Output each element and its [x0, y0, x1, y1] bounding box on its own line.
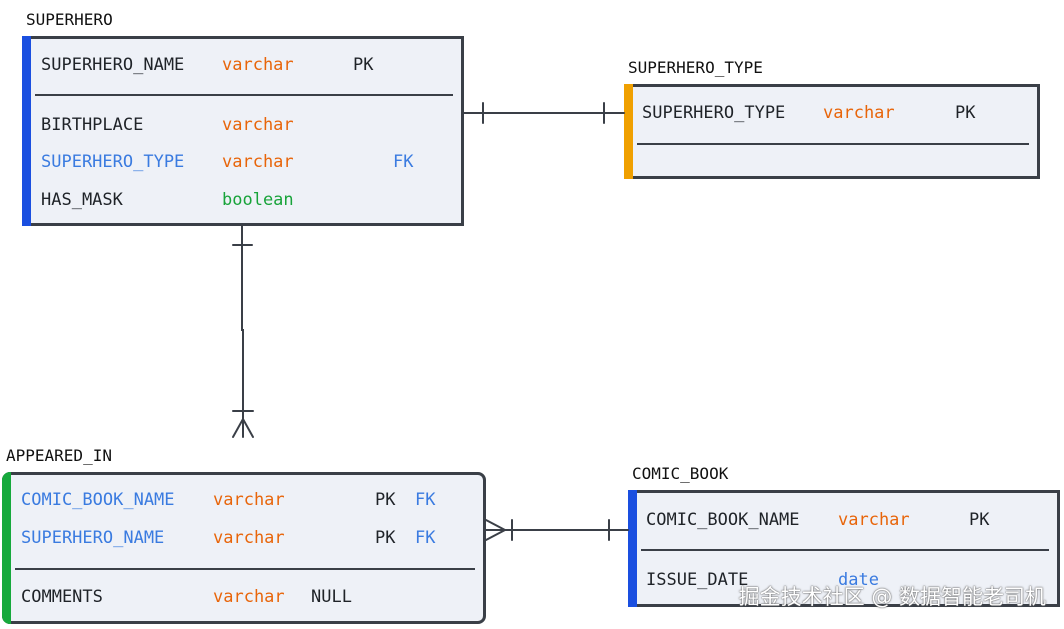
attribute-type: varchar — [838, 510, 910, 530]
attribute-row-issue-date: ISSUE_DATE date — [631, 570, 1057, 594]
attribute-row-comments: COMMENTS varchar NULL — [5, 587, 483, 611]
pk-divider — [641, 549, 1049, 551]
attribute-row-comic-book-name: COMIC_BOOK_NAME varchar PK FK — [5, 490, 483, 514]
attribute-row-superhero-type: SUPERHERO_TYPE varchar PK — [627, 103, 1037, 127]
pk-divider — [15, 568, 475, 570]
entity-accent-bar — [624, 84, 633, 179]
entity-title-superhero: SUPERHERO — [26, 10, 113, 29]
attribute-type: varchar — [222, 152, 294, 172]
attribute-name: BIRTHPLACE — [41, 115, 144, 135]
attribute-name: HAS_MASK — [41, 190, 123, 210]
attribute-type: varchar — [823, 103, 895, 123]
attribute-row-superhero-name: SUPERHERO_NAME varchar PK FK — [5, 528, 483, 552]
foreign-key-badge: FK — [415, 490, 436, 510]
attribute-type: boolean — [222, 190, 294, 210]
attribute-type: date — [838, 570, 879, 590]
pk-divider — [35, 94, 453, 96]
pk-divider — [637, 143, 1029, 145]
primary-key-badge: PK — [375, 528, 396, 548]
attribute-name: COMIC_BOOK_NAME — [646, 510, 800, 530]
attribute-name: SUPERHERO_TYPE — [642, 103, 786, 123]
foreign-key-badge: FK — [415, 528, 436, 548]
attribute-name: ISSUE_DATE — [646, 570, 749, 590]
entity-superhero[interactable]: SUPERHERO_NAME varchar PK BIRTHPLACE var… — [22, 36, 464, 226]
attribute-row-comic-book-name: COMIC_BOOK_NAME varchar PK — [631, 510, 1057, 534]
attribute-type: varchar — [213, 587, 285, 607]
entity-title-comic-book: COMIC_BOOK — [632, 464, 729, 483]
attribute-row-birthplace: BIRTHPLACE varchar — [25, 115, 461, 139]
entity-superhero-type[interactable]: SUPERHERO_TYPE varchar PK — [624, 84, 1040, 179]
attribute-name: COMIC_BOOK_NAME — [21, 490, 175, 510]
attribute-type: varchar — [213, 528, 285, 548]
entity-appeared-in[interactable]: COMIC_BOOK_NAME varchar PK FK SUPERHERO_… — [2, 472, 486, 624]
attribute-row-superhero-type: SUPERHERO_TYPE varchar FK — [25, 152, 461, 176]
relationship-appeared-in-comic-book — [485, 519, 629, 541]
relationship-superhero-superhero-type — [463, 102, 625, 124]
attribute-name: SUPERHERO_NAME — [41, 55, 185, 75]
entity-accent-bar — [628, 490, 637, 607]
entity-comic-book[interactable]: COMIC_BOOK_NAME varchar PK ISSUE_DATE da… — [628, 490, 1060, 607]
attribute-type: varchar — [222, 55, 294, 75]
nullable-badge: NULL — [311, 587, 352, 607]
primary-key-badge: PK — [955, 103, 976, 123]
foreign-key-badge: FK — [393, 152, 414, 172]
entity-accent-bar — [2, 472, 11, 624]
attribute-name: SUPERHERO_TYPE — [41, 152, 185, 172]
primary-key-badge: PK — [353, 55, 374, 75]
primary-key-badge: PK — [969, 510, 990, 530]
attribute-row-superhero-name: SUPERHERO_NAME varchar PK — [25, 55, 461, 79]
crows-foot-icon — [485, 519, 508, 541]
attribute-type: varchar — [213, 490, 285, 510]
crows-foot-icon — [232, 416, 254, 438]
entity-accent-bar — [22, 36, 31, 226]
attribute-name: SUPERHERO_NAME — [21, 528, 165, 548]
attribute-name: COMMENTS — [21, 587, 103, 607]
primary-key-badge: PK — [375, 490, 396, 510]
attribute-row-has-mask: HAS_MASK boolean — [25, 190, 461, 214]
attribute-type: varchar — [222, 115, 294, 135]
watermark: 掘金技术社区 @ 数据智能老司机 — [738, 585, 1046, 609]
entity-title-superhero-type: SUPERHERO_TYPE — [628, 58, 763, 77]
relationship-line — [241, 225, 244, 438]
relationship-superhero-appeared-in — [232, 225, 254, 438]
entity-title-appeared-in: APPEARED_IN — [6, 446, 112, 465]
